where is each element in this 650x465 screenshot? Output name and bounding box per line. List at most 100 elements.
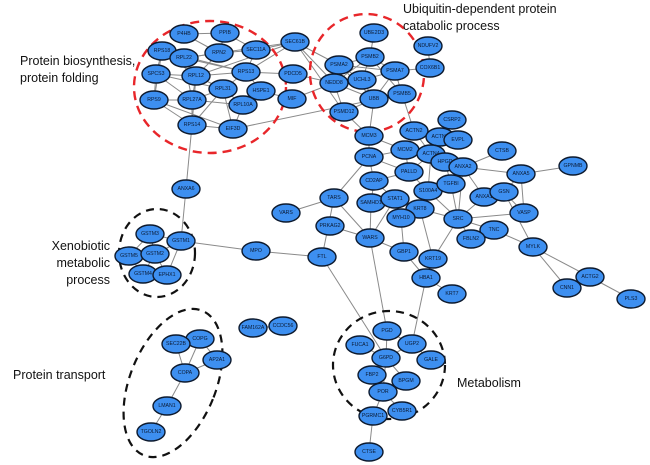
node-copa[interactable]: COPA [170, 363, 200, 383]
node-ppib[interactable]: PPIB [210, 23, 240, 43]
node-mcm2[interactable]: MCM2 [390, 140, 420, 160]
node-mpo[interactable]: MPO [241, 241, 271, 261]
node-eif3d[interactable]: EIF3D [218, 119, 248, 139]
node-psmd12[interactable]: PSMD12 [329, 102, 359, 122]
node-shape[interactable] [210, 23, 240, 43]
node-shape[interactable] [506, 164, 536, 184]
node-src[interactable]: SRC [443, 209, 473, 229]
node-krt19[interactable]: KRT19 [418, 249, 448, 269]
node-shape[interactable] [456, 229, 486, 249]
node-sec11a[interactable]: SEC11A [241, 40, 271, 60]
node-ephx1[interactable]: EPHX1 [152, 265, 182, 285]
node-shape[interactable] [371, 348, 401, 368]
node-shape[interactable] [140, 244, 170, 264]
node-nedd8[interactable]: NEDD8 [319, 73, 349, 93]
node-shape[interactable] [241, 40, 271, 60]
node-shape[interactable] [152, 265, 182, 285]
node-ube2d3[interactable]: UBE2D3 [359, 23, 389, 43]
node-shape[interactable] [218, 119, 248, 139]
node-shape[interactable] [241, 241, 271, 261]
node-fbln2[interactable]: FBLN2 [456, 229, 486, 249]
node-ugp2[interactable]: UGP2 [397, 334, 427, 354]
node-shape[interactable] [280, 32, 310, 52]
node-rpl10a[interactable]: RPL10A [228, 95, 258, 115]
node-shape[interactable] [509, 203, 539, 223]
node-pcna[interactable]: PCNA [354, 147, 384, 167]
node-shape[interactable] [479, 220, 509, 240]
node-shape[interactable] [177, 115, 207, 135]
node-gsn[interactable]: GSN [489, 182, 519, 202]
node-tnc[interactable]: TNC [479, 220, 509, 240]
node-shape[interactable] [489, 182, 519, 202]
node-evpl[interactable]: EVPL [443, 130, 473, 150]
node-tgoln2[interactable]: TGOLN2 [136, 422, 166, 442]
node-shape[interactable] [347, 70, 377, 90]
node-shape[interactable] [437, 284, 467, 304]
node-vasp[interactable]: VASP [509, 203, 539, 223]
node-shape[interactable] [389, 242, 419, 262]
node-rpl22[interactable]: RPL22 [169, 48, 199, 68]
node-gstm2[interactable]: GSTM2 [140, 244, 170, 264]
node-rpl12[interactable]: RPL12 [181, 66, 211, 86]
node-anxa2[interactable]: ANXA2 [448, 157, 478, 177]
node-ctse[interactable]: CTSE [354, 442, 384, 462]
node-shape[interactable] [181, 66, 211, 86]
node-tars[interactable]: TARS [319, 188, 349, 208]
node-ctsb[interactable]: CTSB [487, 141, 517, 161]
node-hspe1[interactable]: HSPE1 [246, 81, 276, 101]
node-shape[interactable] [139, 90, 169, 110]
node-actn2[interactable]: ACTN2 [399, 121, 429, 141]
node-ndufv2[interactable]: NDUFV2 [413, 36, 443, 56]
node-shape[interactable] [411, 268, 441, 288]
node-rps13[interactable]: RPS13 [231, 62, 261, 82]
node-cnn1[interactable]: CNN1 [552, 278, 582, 298]
node-shape[interactable] [208, 79, 238, 99]
node-anxa5[interactable]: ANXA5 [506, 164, 536, 184]
node-shape[interactable] [616, 289, 646, 309]
node-pls3[interactable]: PLS3 [616, 289, 646, 309]
node-tgfbi[interactable]: TGFBI [436, 174, 466, 194]
node-mif[interactable]: MIF [277, 89, 307, 109]
node-psmb5[interactable]: PSMB5 [387, 84, 417, 104]
node-rpl27a[interactable]: RPL27A [177, 90, 207, 110]
node-shape[interactable] [238, 318, 268, 338]
node-ccdc56[interactable]: CCDC56 [268, 316, 298, 336]
node-csrp2[interactable]: CSRP2 [437, 110, 467, 130]
node-shape[interactable] [394, 162, 424, 182]
node-bpgm[interactable]: BPGM [391, 371, 421, 391]
node-pdcd5[interactable]: PDCD5 [278, 64, 308, 84]
node-rps9[interactable]: RPS9 [139, 90, 169, 110]
node-ubb[interactable]: UBB [359, 89, 389, 109]
node-shape[interactable] [357, 365, 387, 385]
node-shape[interactable] [387, 84, 417, 104]
node-psmb2[interactable]: PSMB2 [355, 47, 385, 67]
node-ap2a1[interactable]: AP2A1 [202, 350, 232, 370]
node-shape[interactable] [177, 90, 207, 110]
node-mylk[interactable]: MYLK [518, 237, 548, 257]
node-shape[interactable] [387, 401, 417, 421]
node-shape[interactable] [141, 64, 171, 84]
node-shape[interactable] [359, 89, 389, 109]
node-prkag2[interactable]: PRKAG2 [315, 216, 345, 236]
node-shape[interactable] [307, 247, 337, 267]
node-hba1[interactable]: HBA1 [411, 268, 441, 288]
node-shape[interactable] [359, 171, 389, 191]
node-fuca1[interactable]: FUCA1 [345, 335, 375, 355]
node-por[interactable]: POR [368, 382, 398, 402]
node-p4hb[interactable]: P4HB [169, 24, 199, 44]
node-shape[interactable] [271, 203, 301, 223]
node-shape[interactable] [204, 43, 234, 63]
node-shape[interactable] [319, 188, 349, 208]
node-shape[interactable] [315, 216, 345, 236]
node-shape[interactable] [418, 249, 448, 269]
node-shape[interactable] [436, 174, 466, 194]
node-shape[interactable] [443, 209, 473, 229]
node-shape[interactable] [448, 157, 478, 177]
node-shape[interactable] [518, 237, 548, 257]
node-sec61b[interactable]: SEC61B [280, 32, 310, 52]
node-shape[interactable] [202, 350, 232, 370]
node-shape[interactable] [575, 267, 605, 287]
node-shape[interactable] [136, 422, 166, 442]
node-shape[interactable] [355, 47, 385, 67]
node-shape[interactable] [268, 316, 298, 336]
